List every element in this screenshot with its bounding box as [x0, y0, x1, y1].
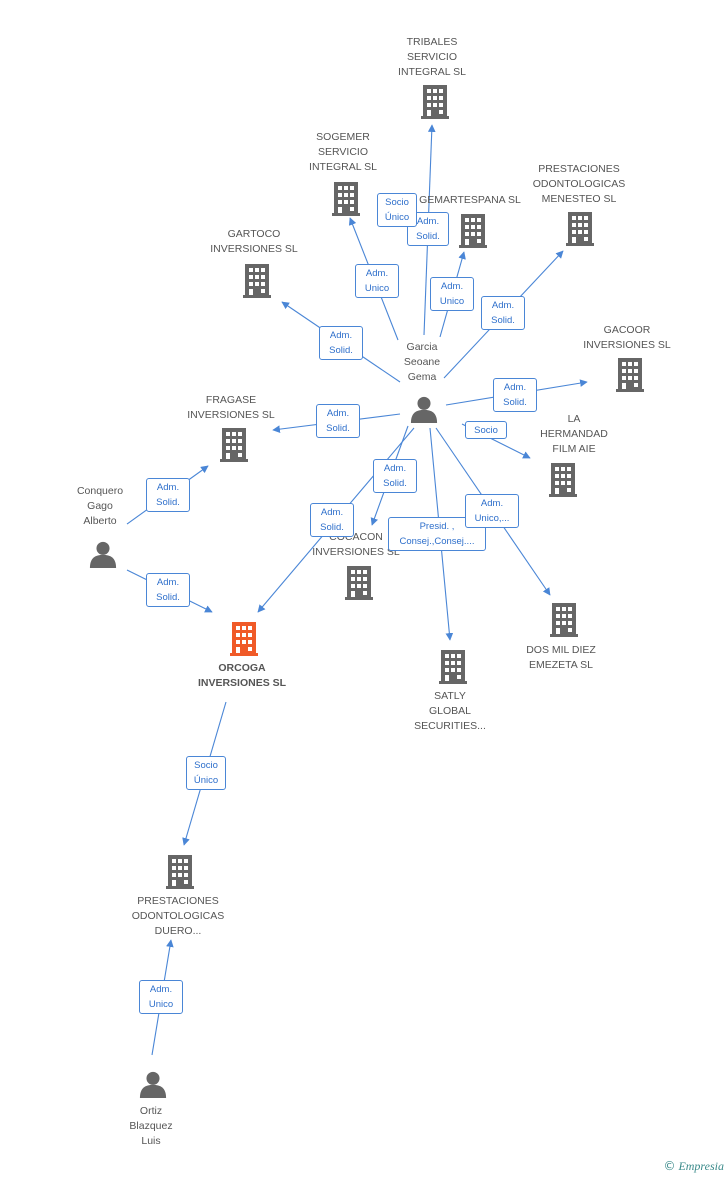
person-icon[interactable]: [89, 541, 117, 568]
building-icon[interactable]: [230, 622, 258, 656]
node-label-gemartespana[interactable]: GEMARTESPANA SL: [419, 194, 521, 206]
node-label-sogemer[interactable]: SOGEMER SERVICIO INTEGRAL SL: [309, 131, 377, 173]
relation-label-r-conquero-fragase: Adm. Solid.: [146, 478, 190, 512]
building-icon[interactable]: [332, 182, 360, 216]
node-label-orcoga[interactable]: ORCOGA INVERSIONES SL: [197, 662, 287, 689]
person-icon[interactable]: [139, 1071, 167, 1098]
node-label-prestaciones-duero[interactable]: PRESTACIONES ODONTOLOGICAS DUERO...: [131, 895, 225, 937]
node-label-satly[interactable]: SATLY GLOBAL SECURITIES...: [414, 690, 486, 732]
node-label-gacoor[interactable]: GACOOR INVERSIONES SL: [583, 324, 671, 351]
copyright-symbol: ©: [663, 1159, 676, 1173]
brand-name: Empresia: [678, 1159, 724, 1173]
building-icon[interactable]: [345, 566, 373, 600]
node-label-fragase[interactable]: FRAGASE INVERSIONES SL: [187, 394, 275, 421]
relation-label-r-socio-unico-tribales: Socio Único: [377, 193, 417, 227]
node-label-conquero[interactable]: Conquero Gago Alberto: [76, 485, 124, 527]
node-label-hermandad[interactable]: LA HERMANDAD FILM AIE: [540, 413, 608, 455]
relation-label-r-orcoga-duero: Socio Único: [186, 756, 226, 790]
relation-label-r-ortiz-duero: Adm. Unico: [139, 980, 183, 1014]
node-label-garcia[interactable]: Garcia Seoane Gema: [403, 341, 441, 383]
building-icon[interactable]: [616, 358, 644, 392]
relation-label-r-conquero-orcoga: Adm. Solid.: [146, 573, 190, 607]
relation-label-r-hermandad: Socio: [465, 421, 507, 439]
node-label-ortiz[interactable]: Ortiz Blazquez Luis: [129, 1105, 173, 1147]
building-icon[interactable]: [439, 650, 467, 684]
node-label-tribales[interactable]: TRIBALES SERVICIO INTEGRAL SL: [398, 36, 466, 78]
relation-label-r-menesteo: Adm. Solid.: [481, 296, 525, 330]
relation-label-r-gemartespana: Adm. Unico: [430, 277, 474, 311]
node-label-prestaciones-menesteo[interactable]: PRESTACIONES ODONTOLOGICAS MENESTEO SL: [532, 163, 626, 205]
person-icon[interactable]: [410, 396, 438, 423]
building-icon[interactable]: [243, 264, 271, 298]
footer-brand: ©Empresia: [663, 1159, 724, 1174]
building-icon[interactable]: [550, 603, 578, 637]
building-icon[interactable]: [421, 85, 449, 119]
relation-label-r-sogemer: Adm. Unico: [355, 264, 399, 298]
relation-label-r-orcoga-garcia: Adm. Solid.: [310, 503, 354, 537]
building-icon[interactable]: [459, 214, 487, 248]
relation-label-r-dosmil: Adm. Unico,...: [465, 494, 519, 528]
node-label-gartoco[interactable]: GARTOCO INVERSIONES SL: [210, 228, 298, 255]
node-label-dosmil[interactable]: DOS MIL DIEZ EMEZETA SL: [526, 644, 596, 671]
relation-label-r-gartoco: Adm. Solid.: [319, 326, 363, 360]
relation-label-r-cocacon: Adm. Solid.: [373, 459, 417, 493]
building-icon[interactable]: [220, 428, 248, 462]
relation-label-r-fragase: Adm. Solid.: [316, 404, 360, 438]
building-icon[interactable]: [566, 212, 594, 246]
relation-label-r-gacoor: Adm. Solid.: [493, 378, 537, 412]
building-icon[interactable]: [166, 855, 194, 889]
building-icon[interactable]: [549, 463, 577, 497]
